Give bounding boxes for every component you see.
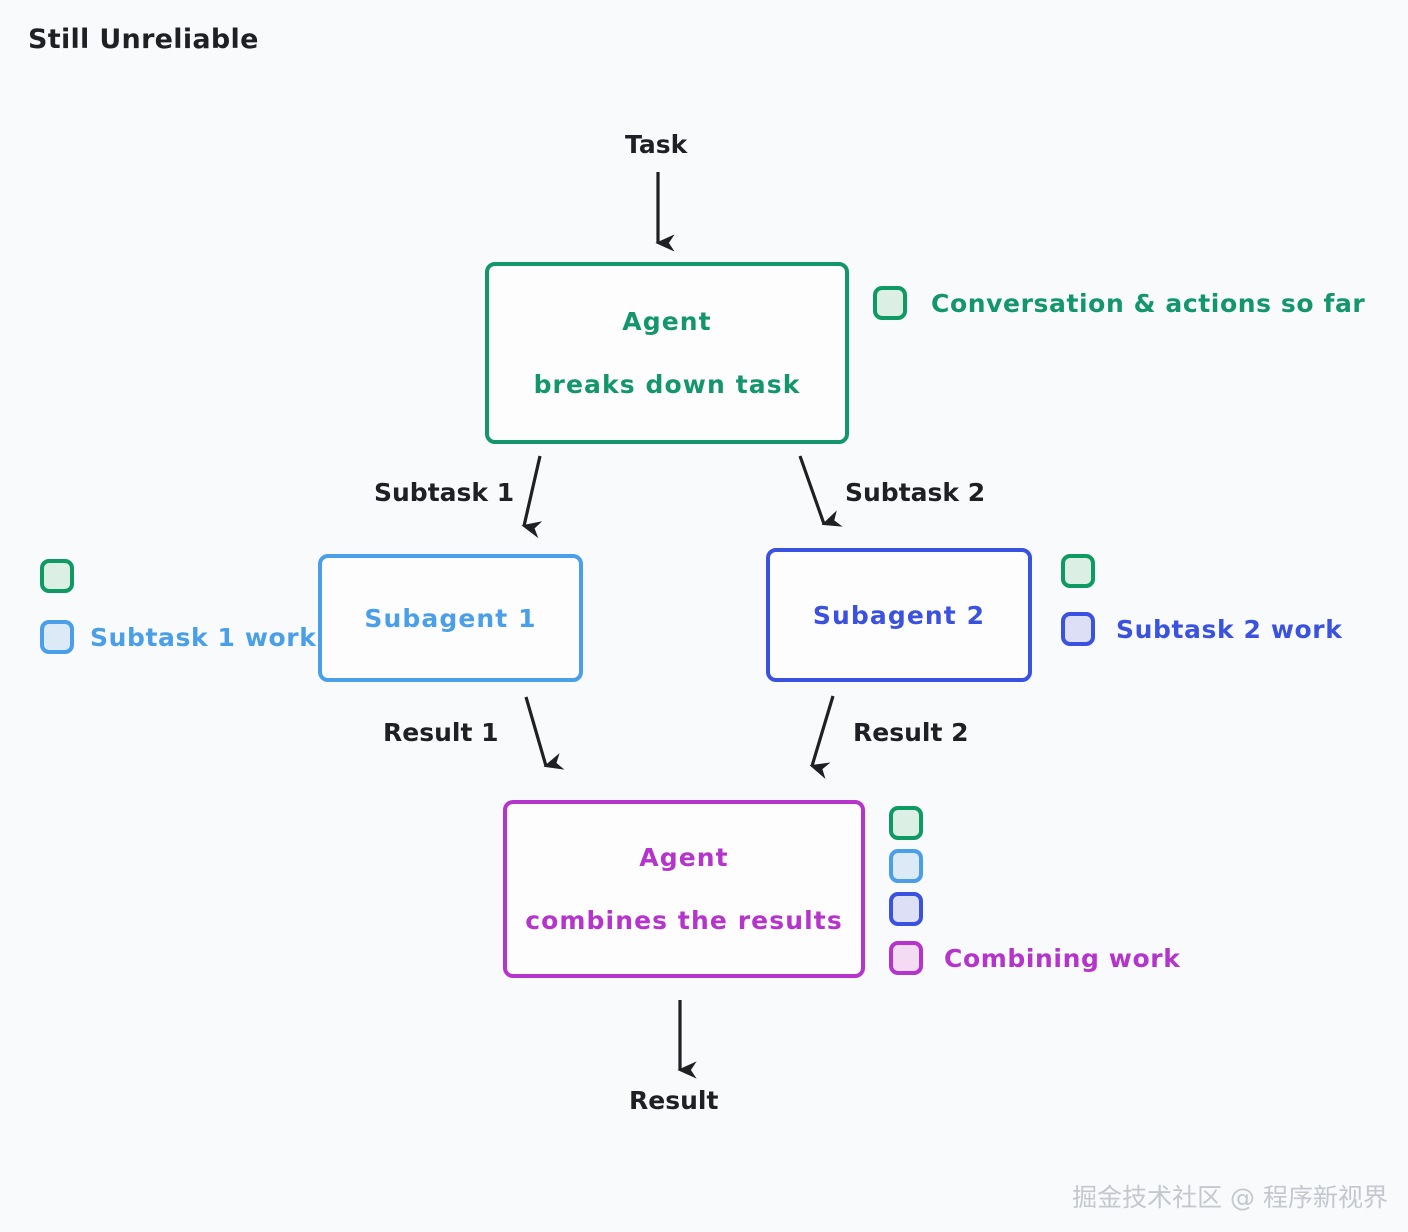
arrow-subagent-1-to-agent xyxy=(524,696,565,770)
legend-conversation-label: Conversation & actions so far xyxy=(931,289,1366,318)
swatch-purple-combining xyxy=(889,941,923,975)
node-agent-bottom-line-2: combines the results xyxy=(525,906,843,935)
result-2-label: Result 2 xyxy=(853,718,969,747)
arrow-agent-to-subagent-2 xyxy=(798,455,843,527)
task-label: Task xyxy=(625,130,688,159)
swatch-indigo-combining xyxy=(889,892,923,926)
arrow-agent-to-subagent-1 xyxy=(521,455,543,539)
node-agent-top-line-2: breaks down task xyxy=(533,370,801,399)
swatch-indigo-subtask-2 xyxy=(1061,612,1095,646)
watermark: 掘金技术社区 @ 程序新视界 xyxy=(1072,1183,1388,1212)
node-subagent-1-label: Subagent 1 xyxy=(364,603,537,633)
arrow-subagent-2-to-agent xyxy=(809,695,835,780)
node-agent-breaks-down-task[interactable]: Agent breaks down task xyxy=(485,262,849,444)
swatch-blue-subtask-1 xyxy=(40,620,74,654)
node-agent-bottom-line-1: Agent xyxy=(639,843,729,872)
legend-subtask-2-work-label: Subtask 2 work xyxy=(1116,615,1343,644)
node-subagent-2[interactable]: Subagent 2 xyxy=(766,548,1032,682)
swatch-green-combining xyxy=(889,806,923,840)
result-1-label: Result 1 xyxy=(383,718,499,747)
legend-subtask-1-work-label: Subtask 1 work xyxy=(90,623,317,652)
swatch-blue-combining xyxy=(889,849,923,883)
result-label: Result xyxy=(629,1086,719,1115)
swatch-green-subtask-1 xyxy=(40,559,74,593)
node-agent-combines-results[interactable]: Agent combines the results xyxy=(503,800,865,978)
swatch-green-conversation xyxy=(873,286,907,320)
swatch-green-subtask-2 xyxy=(1061,554,1095,588)
page-title: Still Unreliable xyxy=(28,24,259,55)
node-agent-top-line-1: Agent xyxy=(622,307,712,336)
node-subagent-1[interactable]: Subagent 1 xyxy=(318,554,583,682)
subtask-1-label: Subtask 1 xyxy=(374,478,515,507)
subtask-2-label: Subtask 2 xyxy=(845,478,986,507)
node-subagent-2-label: Subagent 2 xyxy=(812,600,986,630)
legend-combining-work-label: Combining work xyxy=(944,944,1181,973)
